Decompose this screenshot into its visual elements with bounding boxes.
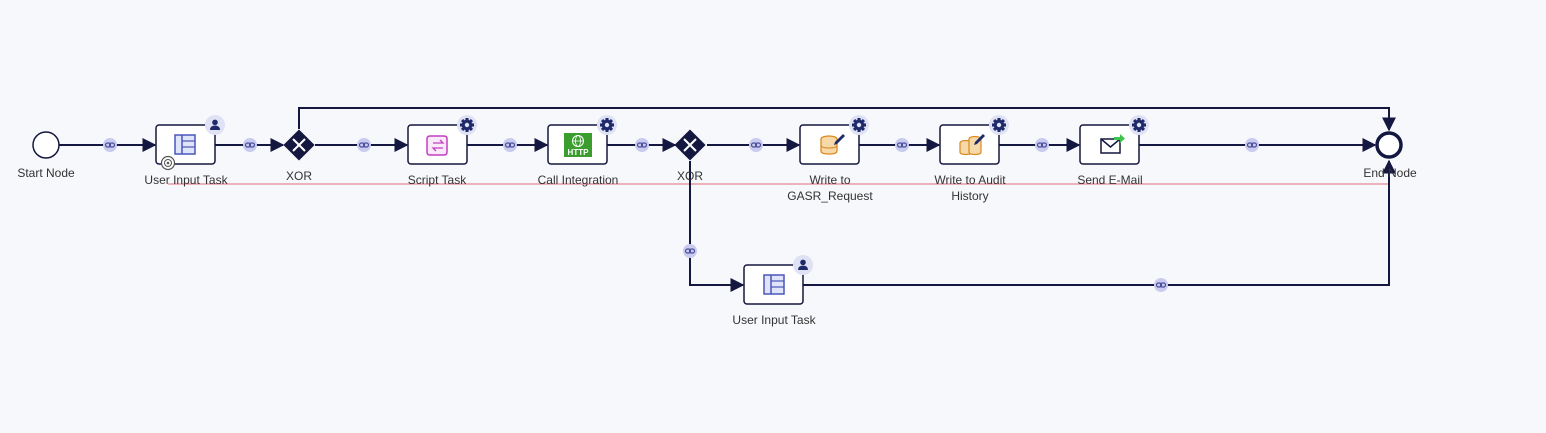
call-integration-label: Call Integration: [538, 173, 619, 187]
link-icon[interactable]: [894, 137, 910, 153]
end-node-label: End Node: [1363, 166, 1417, 180]
svg-text:HTTP: HTTP: [568, 148, 590, 157]
gear-icon[interactable]: [992, 118, 1006, 132]
xor-label: XOR: [286, 169, 312, 183]
send-email-node[interactable]: Send E-Mail: [1077, 115, 1149, 187]
connector-xor-to-user-input-2[interactable]: [689, 161, 745, 292]
xor-label: XOR: [677, 169, 703, 183]
connector-xor-bypass-to-end[interactable]: [298, 107, 1396, 132]
link-icon[interactable]: [502, 137, 518, 153]
gear-icon[interactable]: [1132, 118, 1146, 132]
form-icon: [174, 134, 196, 155]
target-icon[interactable]: [160, 155, 176, 171]
script-task-node[interactable]: Script Task: [407, 115, 477, 187]
link-icon[interactable]: [748, 137, 764, 153]
link-icon[interactable]: [1244, 137, 1260, 153]
user-input-task-label: User Input Task: [732, 313, 816, 327]
start-node-label: Start Node: [17, 166, 75, 180]
script-icon: [426, 135, 448, 156]
link-icon[interactable]: [356, 137, 372, 153]
write-gasr-request-node[interactable]: Write to GASR_Request: [787, 115, 873, 203]
link-icon[interactable]: [242, 137, 258, 153]
database-edit-icon: [820, 134, 845, 155]
user-input-task-node-2[interactable]: User Input Task: [732, 255, 817, 327]
x-icon: [292, 138, 306, 152]
write-audit-history-node[interactable]: Write to Audit History: [934, 115, 1009, 203]
connector-user-input-2-to-end[interactable]: [803, 159, 1396, 286]
script-task-label: Script Task: [408, 173, 467, 187]
gear-icon[interactable]: [460, 118, 474, 132]
link-icon[interactable]: [634, 137, 650, 153]
write-gasr-label-line1: Write to: [809, 173, 850, 187]
start-circle-icon: [32, 131, 60, 159]
user-input-task-node[interactable]: User Input Task: [144, 115, 229, 187]
x-icon: [683, 138, 697, 152]
mail-send-icon: [1100, 134, 1125, 154]
form-icon: [763, 274, 785, 295]
database-edit-icon: [959, 134, 985, 156]
link-icon[interactable]: [1153, 277, 1169, 293]
http-icon: HTTP: [564, 133, 592, 157]
connectors: [59, 107, 1396, 292]
link-icon[interactable]: [102, 137, 118, 153]
call-integration-node[interactable]: HTTP Call Integration: [538, 115, 619, 187]
gear-icon[interactable]: [600, 118, 614, 132]
send-email-label: Send E-Mail: [1077, 173, 1142, 187]
end-circle-icon: [1375, 131, 1403, 159]
write-gasr-label-line2: GASR_Request: [787, 189, 873, 203]
link-icon[interactable]: [682, 243, 698, 259]
link-icon[interactable]: [1034, 137, 1050, 153]
xor-gateway-node[interactable]: XOR: [674, 129, 706, 183]
user-input-task-label: User Input Task: [144, 173, 228, 187]
write-audit-label-line1: Write to Audit: [934, 173, 1006, 187]
gear-icon[interactable]: [852, 118, 866, 132]
xor-gateway-node[interactable]: XOR: [283, 129, 315, 183]
write-audit-label-line2: History: [951, 189, 988, 203]
end-node[interactable]: End Node: [1363, 131, 1417, 180]
start-node[interactable]: Start Node: [17, 131, 75, 180]
